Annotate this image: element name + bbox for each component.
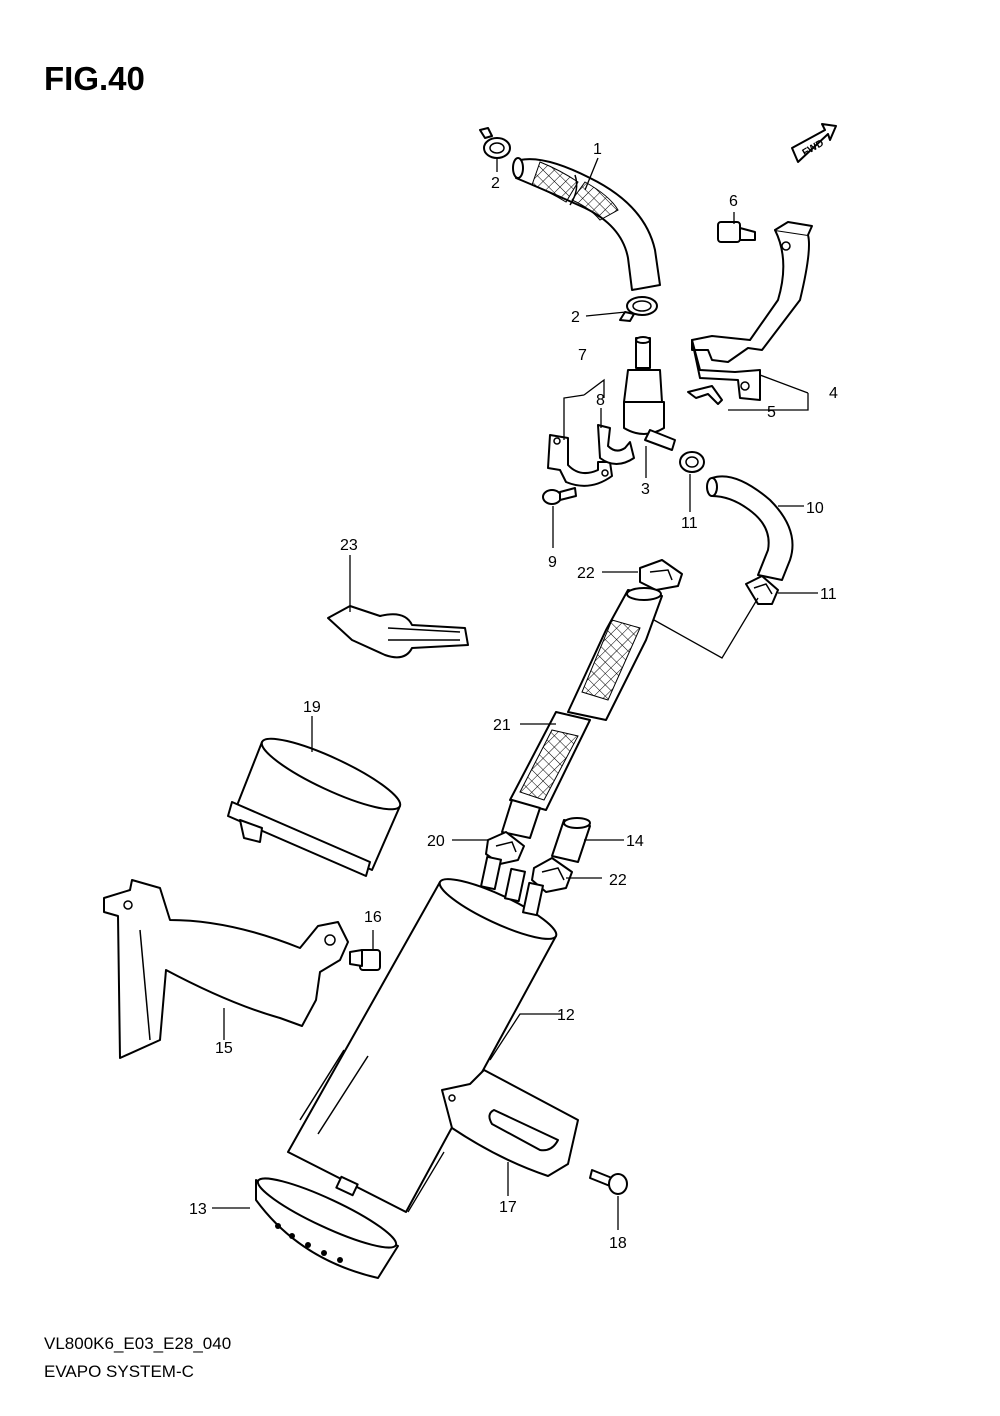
part-2-clamp-upper: [479, 127, 511, 159]
part-3-cut-valve: [623, 336, 676, 451]
part-1-hose: [512, 157, 661, 291]
callout-8: 8: [596, 392, 605, 409]
part-18-screw: [589, 1169, 628, 1195]
figure-title: FIG.40: [44, 60, 145, 97]
fwd-arrow-icon: FWD: [791, 123, 837, 163]
model-code: VL800K6_E03_E28_040: [44, 1334, 232, 1353]
callout-20: 20: [427, 833, 445, 850]
callout-22a: 22: [577, 565, 595, 582]
part-15-bracket: [103, 879, 349, 1059]
part-19-filter: [227, 737, 402, 877]
part-23-bracket: [327, 605, 469, 659]
part-9-screw: [542, 487, 577, 505]
callout-2a: 2: [491, 175, 500, 192]
callout-5: 5: [767, 404, 776, 421]
part-8-holder-clamp: [597, 424, 635, 465]
part-22-clip-lower: [531, 857, 573, 893]
callout-6: 6: [729, 193, 738, 210]
part-6-bolt: [717, 221, 756, 243]
figure-footer: VL800K6_E03_E28_040 EVAPO SYSTEM-C: [44, 1330, 231, 1386]
callout-11a: 11: [681, 515, 698, 532]
leader-lines: [212, 157, 818, 1230]
part-12-canister: [287, 855, 558, 1213]
callouts: 1 2 2 3 4 5 6 7 8 9 10 11 11 12 13 14 15…: [189, 141, 838, 1252]
callout-13: 13: [189, 1201, 207, 1218]
callout-12: 12: [557, 1007, 575, 1024]
callout-1: 1: [593, 141, 602, 158]
callout-14: 14: [626, 833, 644, 850]
part-20-clip: [485, 831, 525, 865]
part-16-bolt: [349, 949, 381, 971]
callout-4: 4: [829, 385, 838, 402]
part-22-clip-upper: [639, 559, 683, 591]
callout-16: 16: [364, 909, 382, 926]
callout-15: 15: [215, 1040, 233, 1057]
callout-7: 7: [578, 347, 587, 364]
part-13-end-cap: [255, 1177, 399, 1279]
callout-22b: 22: [609, 872, 627, 889]
part-11-clamp-lower: [745, 575, 779, 605]
callout-10: 10: [806, 500, 824, 517]
callout-2b: 2: [571, 309, 580, 326]
callout-21: 21: [493, 717, 511, 734]
section-name: EVAPO SYSTEM-C: [44, 1362, 194, 1381]
part-5-clip: [687, 385, 723, 405]
callout-23: 23: [340, 537, 358, 554]
callout-3: 3: [641, 481, 650, 498]
part-17-strap: [441, 1069, 579, 1177]
part-10-hose: [706, 475, 794, 581]
part-2-clamp-lower: [619, 296, 658, 322]
callout-11b: 11: [820, 586, 837, 603]
callout-9: 9: [548, 554, 557, 571]
part-14-cap: [551, 817, 591, 863]
callout-18: 18: [609, 1235, 627, 1252]
part-11-clamp-upper: [679, 451, 705, 473]
callout-19: 19: [303, 699, 321, 716]
part-4-bracket: [691, 221, 813, 401]
part-21-hose: [501, 587, 663, 839]
callout-17: 17: [499, 1199, 517, 1216]
